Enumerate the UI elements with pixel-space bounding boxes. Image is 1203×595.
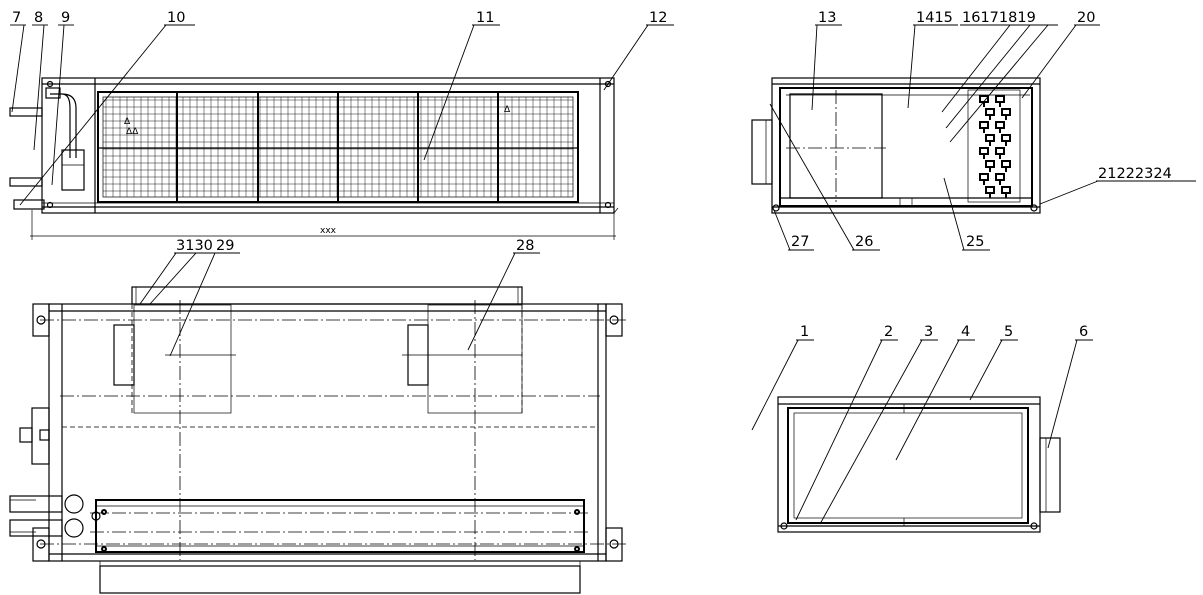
- label-3: 3: [924, 324, 933, 340]
- label-5: 5: [1004, 324, 1013, 340]
- label-1: 1: [800, 324, 809, 340]
- label-7: 7: [12, 10, 21, 26]
- label-20: 20: [1077, 10, 1095, 26]
- svg-text:Δ: Δ: [124, 117, 131, 127]
- callouts: 7 8 9 10 11 12 13 1415 16171819 20 21222…: [10, 10, 1196, 525]
- svg-text:ΔΔ: ΔΔ: [126, 127, 139, 137]
- label-9: 9: [61, 10, 70, 26]
- label-12: 12: [649, 10, 667, 26]
- label-6: 6: [1079, 324, 1088, 340]
- label-29: 29: [216, 238, 234, 254]
- label-2: 2: [884, 324, 893, 340]
- label-21222324: 21222324: [1098, 166, 1172, 182]
- label-25: 25: [966, 234, 984, 250]
- view-front-elevation: [9, 286, 626, 594]
- label-26: 26: [855, 234, 873, 250]
- label-3130: 3130: [176, 238, 213, 254]
- view-end: [777, 396, 1061, 533]
- label-8: 8: [34, 10, 43, 26]
- svg-text:xxx: xxx: [320, 226, 337, 236]
- view-side-section: [751, 77, 1041, 214]
- label-27: 27: [791, 234, 809, 250]
- label-10: 10: [167, 10, 185, 26]
- label-13: 13: [818, 10, 836, 26]
- label-11: 11: [476, 10, 494, 26]
- label-16171819: 16171819: [962, 10, 1036, 26]
- label-28: 28: [516, 238, 534, 254]
- svg-text:Δ: Δ: [504, 105, 511, 115]
- view-top-plan: xxx Δ ΔΔ Δ: [9, 77, 619, 240]
- label-4: 4: [961, 324, 970, 340]
- coil-tubes: [979, 95, 1011, 198]
- label-1415: 1415: [916, 10, 953, 26]
